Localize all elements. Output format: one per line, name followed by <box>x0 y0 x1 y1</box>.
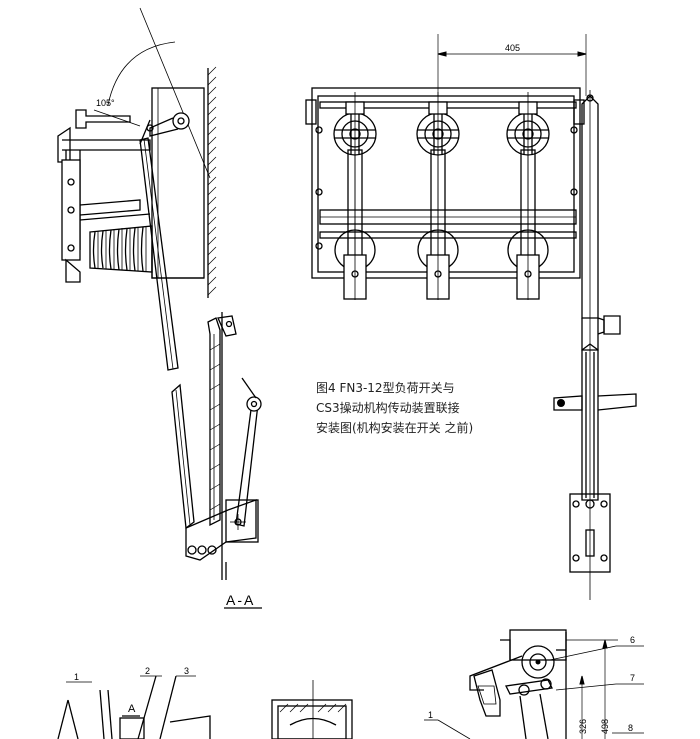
part-1-right: 1 <box>428 710 433 720</box>
part-2-left: 2 <box>145 666 150 676</box>
pole-2 <box>416 92 460 300</box>
dimension-498: 498 <box>600 719 610 734</box>
operating-mechanism <box>553 343 637 573</box>
section-label: A-A <box>226 592 255 608</box>
caption-line-1: 图4 FN3-12型负荷开关与 <box>316 381 455 395</box>
part-7: 7 <box>630 673 635 683</box>
angle-label: 105° <box>96 98 115 108</box>
caption-line-2: CS3操动机构传动装置联接 <box>316 401 460 415</box>
part-6: 6 <box>630 635 635 645</box>
figure-caption: 图4 FN3-12型负荷开关与 CS3操动机构传动装置联接 安装图(机构安装在开… <box>316 378 516 438</box>
part-1-left: 1 <box>74 672 79 682</box>
pole-1 <box>333 92 377 300</box>
side-view-switch: 105° <box>57 7 217 371</box>
dimension-405: 405 <box>505 43 520 53</box>
caption-line-3: 安装图(机构安装在开关 之前) <box>316 421 474 435</box>
section-a-a: A-A <box>171 312 262 609</box>
front-view-switch: 405 <box>305 34 621 600</box>
bottom-left-detail: 1 2 3 A <box>57 666 211 739</box>
part-3-left: 3 <box>184 666 189 676</box>
part-8: 8 <box>628 723 633 733</box>
pole-3 <box>506 92 550 300</box>
bottom-right-detail: 326 498 1 6 7 8 <box>424 629 644 739</box>
dimension-326: 326 <box>578 719 588 734</box>
bottom-middle-detail <box>271 680 353 739</box>
view-marker-a: A <box>128 703 136 715</box>
